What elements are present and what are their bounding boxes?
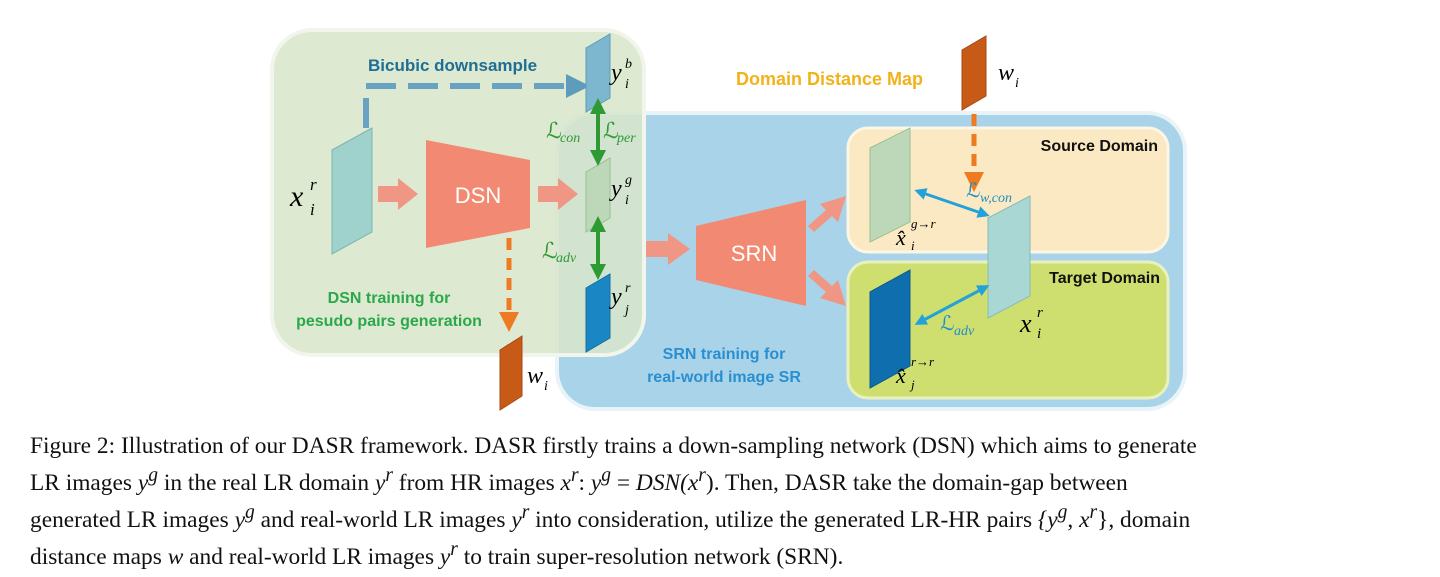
x-i-r-symbol: x r i [289, 175, 317, 219]
bicubic-label: Bicubic downsample [368, 56, 537, 75]
svg-text:i: i [911, 238, 915, 253]
svg-text:w: w [998, 60, 1014, 86]
svg-text:j: j [909, 377, 915, 392]
svg-text:x: x [289, 180, 304, 213]
w-i-symbol-bottom: w i [527, 363, 548, 394]
x-i-r-symbol-right: x r i [1019, 305, 1043, 342]
loss-con-label: ℒ con [546, 118, 580, 146]
svg-text:r: r [1037, 305, 1043, 321]
dsn-training-label-line2: pesudo pairs generation [296, 313, 482, 330]
loss-per-label: ℒ per [603, 118, 636, 146]
svg-text:ℒ: ℒ [966, 180, 980, 202]
svg-text:ℒ: ℒ [542, 238, 558, 263]
svg-text:y: y [609, 284, 622, 310]
hr-reference-image [987, 195, 1031, 319]
svg-text:i: i [1015, 76, 1019, 91]
sr-output-from-generated [869, 127, 911, 243]
caption-line-4: distance maps w and real-world LR images… [30, 538, 844, 570]
loss-wcon-label: ℒ w,con [966, 180, 1012, 206]
loss-adv-label-srn: ℒ adv [940, 313, 975, 339]
bicubic-lr-image [585, 33, 611, 113]
svg-text:g→r: g→r [911, 216, 937, 231]
svg-text:ℒ: ℒ [546, 118, 562, 143]
source-domain-label: Source Domain [1041, 138, 1158, 155]
svg-text:con: con [560, 131, 580, 146]
svg-text:r: r [625, 281, 631, 296]
svg-text:x: x [1019, 309, 1032, 338]
srn-training-label-line2: real-world image SR [647, 369, 801, 386]
domain-distance-map-bottom [499, 335, 523, 411]
svg-text:ℒ: ℒ [603, 118, 619, 143]
loss-adv-label-dsn: ℒ adv [542, 238, 577, 266]
arrow-srn-to-target [808, 270, 846, 306]
svg-text:y: y [609, 176, 622, 202]
input-hr-image [331, 127, 373, 255]
xhat-r-r-symbol: x̂ r→r j [895, 354, 935, 392]
svg-text:x̂: x̂ [895, 225, 906, 250]
domain-distance-map-top [961, 35, 987, 111]
xhat-g-r-symbol: x̂ g→r i [895, 216, 937, 253]
target-domain-label: Target Domain [1049, 270, 1160, 287]
y-j-r-symbol: y r j [609, 281, 631, 318]
svg-text:g: g [625, 173, 632, 188]
svg-text:r→r: r→r [911, 354, 935, 369]
real-lr-image [585, 273, 611, 353]
svg-text:i: i [310, 200, 315, 219]
svg-text:i: i [544, 379, 548, 394]
svg-text:j: j [623, 303, 629, 318]
w-con-loss-arrow [914, 188, 990, 218]
svg-text:x̂: x̂ [895, 363, 906, 388]
figure-caption: Figure 2: Illustration of our DASR frame… [30, 432, 1420, 571]
svg-text:i: i [1037, 326, 1041, 342]
caption-line-3: generated LR images yg and real-world LR… [30, 501, 1191, 533]
dsn-block [426, 140, 530, 248]
arrow-srn-to-source [808, 196, 846, 232]
arrow-to-yg [538, 178, 578, 210]
bicubic-path [363, 74, 590, 128]
svg-text:ℒ: ℒ [940, 313, 954, 335]
svg-text:r: r [310, 175, 317, 194]
svg-text:b: b [625, 57, 632, 72]
dsn-training-label-line1: DSN training for [328, 290, 451, 307]
svg-text:y: y [609, 60, 622, 86]
arrow-to-srn [646, 233, 690, 265]
svg-text:adv: adv [556, 251, 577, 266]
arrow-to-dsn [378, 178, 418, 210]
w-i-symbol-top: w i [998, 60, 1019, 91]
sr-output-from-real [869, 269, 911, 389]
svg-text:per: per [616, 131, 636, 146]
srn-training-label-line1: SRN training for [663, 346, 786, 363]
srn-label: SRN [731, 241, 777, 266]
adv-loss-arrow-srn [914, 285, 990, 325]
svg-text:w: w [527, 363, 543, 389]
svg-text:adv: adv [954, 324, 975, 339]
svg-text:i: i [625, 193, 629, 208]
caption-line-1: Figure 2: Illustration of our DASR frame… [30, 433, 1197, 459]
svg-text:i: i [625, 77, 629, 92]
domain-distance-map-title: Domain Distance Map [736, 69, 923, 89]
y-i-g-symbol: y g i [609, 173, 632, 208]
svg-text:w,con: w,con [980, 191, 1012, 206]
srn-block [696, 200, 806, 306]
y-i-b-symbol: y b i [609, 57, 632, 92]
caption-line-2: LR images yg in the real LR domain yr fr… [30, 465, 1128, 496]
dsn-label: DSN [455, 183, 501, 208]
